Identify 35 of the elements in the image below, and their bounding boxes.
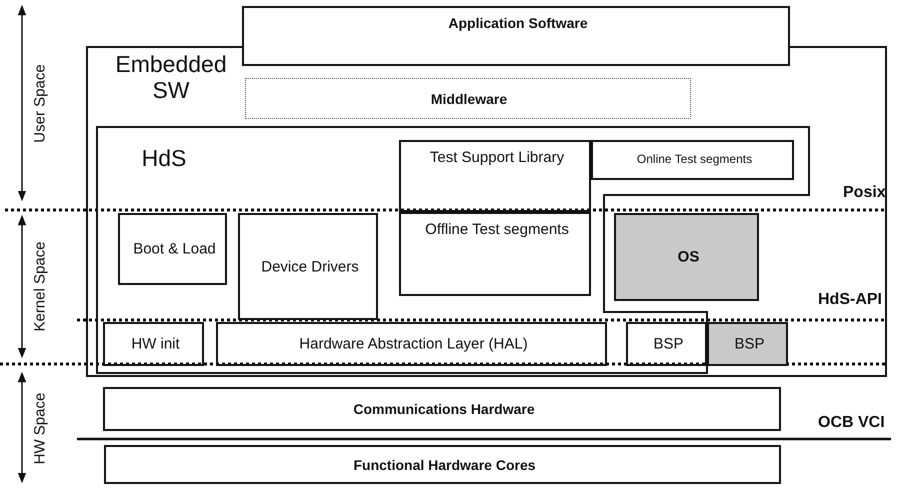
software-block bbox=[399, 140, 591, 212]
software-block bbox=[707, 322, 788, 366]
interface-label: Posix bbox=[843, 184, 886, 202]
block-label: Offline Test segments bbox=[424, 221, 570, 238]
block-label: Application Software bbox=[447, 15, 589, 32]
block-label: Communications Hardware bbox=[352, 400, 536, 418]
block-label: Online Test segments bbox=[636, 153, 754, 167]
software-block bbox=[399, 212, 591, 296]
block-label: HW init bbox=[130, 335, 181, 353]
block-label: Boot & Load bbox=[132, 240, 217, 258]
software-block bbox=[242, 6, 790, 66]
software-block bbox=[104, 445, 781, 484]
software-block bbox=[103, 387, 781, 431]
software-block bbox=[591, 140, 794, 180]
block-label: BSP bbox=[733, 335, 766, 353]
layer-outline bbox=[97, 127, 810, 374]
software-block bbox=[614, 213, 759, 301]
software-block bbox=[626, 322, 707, 366]
interface-label: HdS-API bbox=[818, 291, 882, 309]
block-label: Device Drivers bbox=[260, 258, 360, 276]
layer-heading: HdS bbox=[140, 145, 188, 172]
block-label: Hardware Abstraction Layer (HAL) bbox=[298, 335, 529, 353]
block-label: Functional Hardware Cores bbox=[352, 456, 537, 473]
software-block bbox=[216, 322, 607, 366]
block-label: OS bbox=[676, 248, 700, 266]
software-block bbox=[238, 213, 378, 320]
software-block bbox=[245, 78, 691, 119]
block-label: Test Support Library bbox=[428, 149, 566, 166]
software-block bbox=[103, 322, 204, 366]
interface-label: OCB VCI bbox=[818, 414, 885, 432]
layer-heading: Embedded SW bbox=[114, 51, 228, 104]
layer-box bbox=[86, 46, 887, 377]
block-label: BSP bbox=[652, 335, 684, 353]
software-block bbox=[118, 213, 227, 285]
block-label: Middleware bbox=[430, 90, 508, 107]
